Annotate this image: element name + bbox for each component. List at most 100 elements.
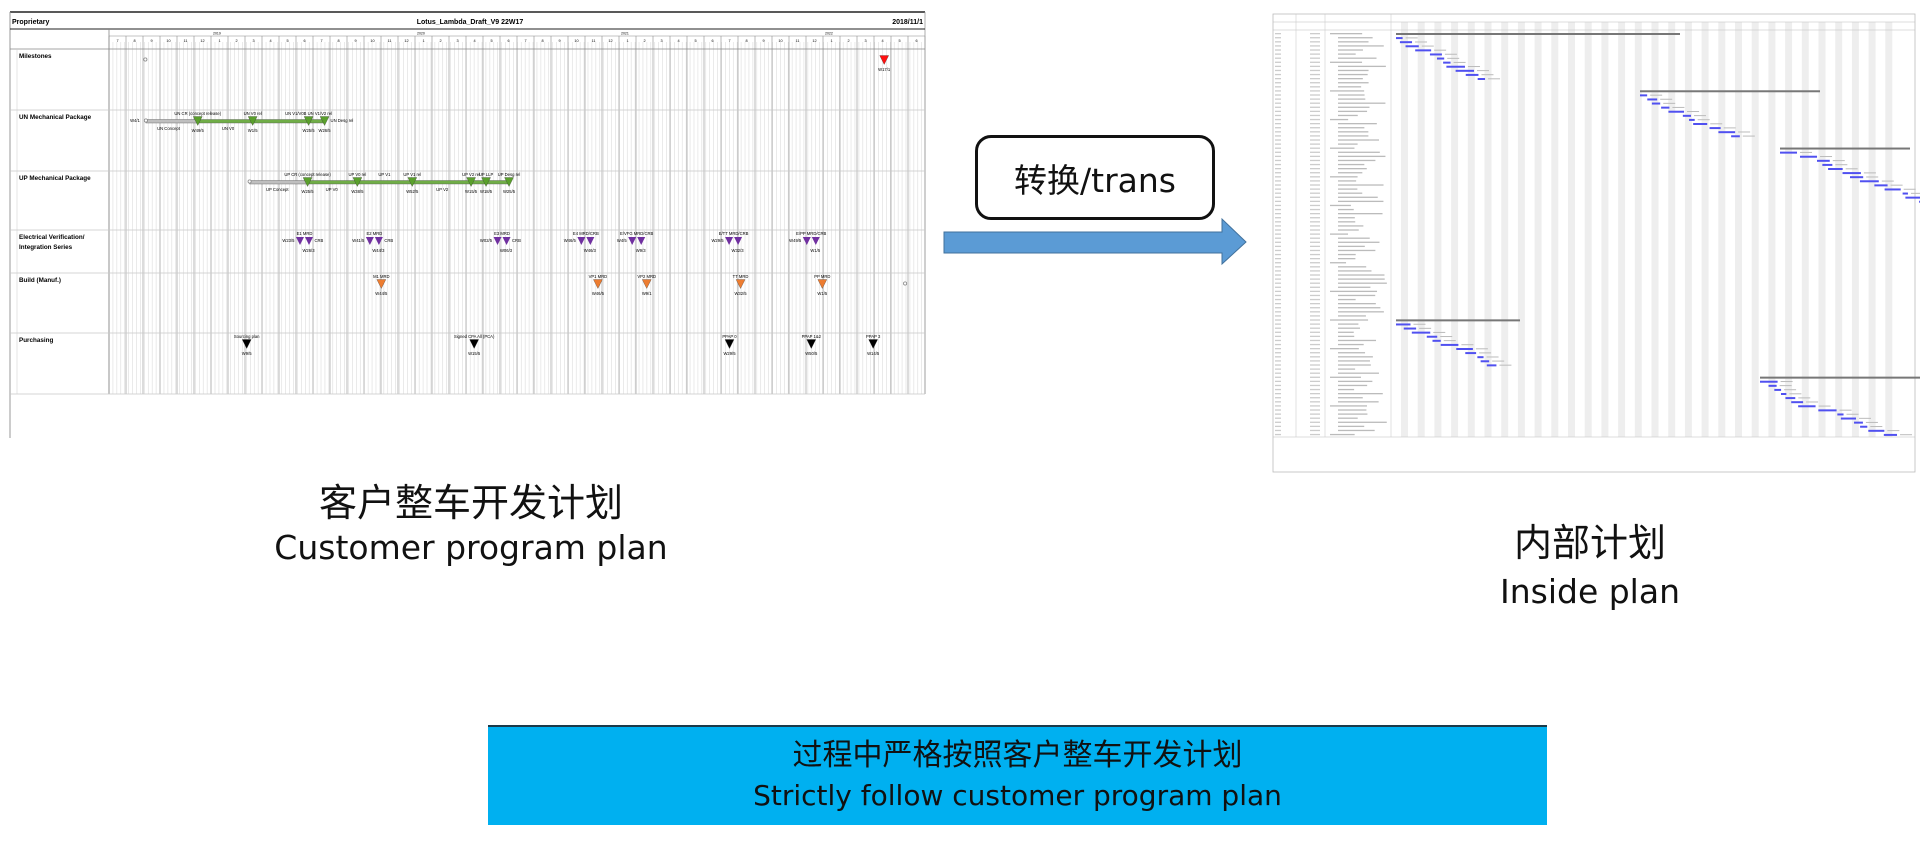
- milestone-triangle: [365, 237, 374, 245]
- milestone-date: W06/3: [500, 248, 513, 253]
- row-duration: [1310, 73, 1320, 76]
- banner-text-en: Strictly follow customer program plan: [753, 779, 1282, 812]
- task-name: [1338, 184, 1384, 186]
- row-duration: [1310, 180, 1320, 182]
- milestone-date: W52/5: [406, 189, 419, 194]
- row-id: [1275, 114, 1281, 117]
- row-id: [1275, 180, 1281, 182]
- task-bar: [485, 180, 510, 185]
- task-name: [1338, 384, 1368, 387]
- row-duration: [1310, 266, 1320, 268]
- task-bar: [1818, 409, 1837, 412]
- row-id: [1275, 147, 1281, 149]
- task-name: [1338, 131, 1369, 133]
- task-resource-label: [1693, 115, 1706, 117]
- task-name: [1338, 135, 1369, 137]
- month-label: 1: [218, 39, 220, 43]
- month-label: 8: [745, 39, 747, 43]
- task-resource-label: [1405, 37, 1418, 39]
- row-duration: [1310, 86, 1320, 88]
- milestone-label: Sourcing plan: [234, 334, 260, 339]
- row-id: [1275, 86, 1281, 88]
- row-id: [1275, 278, 1281, 280]
- milestone-triangle: [466, 177, 476, 187]
- task-name: [1338, 249, 1376, 252]
- milestone-label: PPAP 3: [866, 334, 881, 339]
- task-bar: [1780, 393, 1787, 395]
- weekend-shade: [1601, 22, 1609, 437]
- task-resource-label: [1499, 364, 1512, 366]
- task-name: [1338, 151, 1380, 153]
- row-duration: [1310, 163, 1320, 166]
- row-id: [1275, 352, 1281, 354]
- row-duration: [1310, 331, 1320, 333]
- task-bar: [1480, 360, 1490, 363]
- task-resource-label: [1806, 401, 1819, 403]
- row-duration: [1310, 131, 1320, 133]
- row-duration: [1310, 123, 1320, 125]
- row-id: [1275, 429, 1281, 432]
- milestone-triangle: [734, 237, 743, 245]
- row-id: [1275, 368, 1281, 370]
- month-label: 7: [320, 39, 322, 43]
- milestone-label: PPAP 1&2: [802, 334, 822, 339]
- task-name: [1338, 331, 1354, 333]
- milestone-triangle: [302, 177, 313, 187]
- bar-label: UP V2: [436, 187, 449, 192]
- row-duration: [1310, 417, 1320, 419]
- task-resource-label: [1477, 70, 1490, 72]
- task-name: [1338, 401, 1379, 403]
- inside-plan-caption-zh: 内部计划: [1513, 521, 1666, 565]
- row-duration: [1310, 294, 1320, 297]
- month-label: 7: [524, 39, 526, 43]
- milestone-label: UP V0 rel: [348, 172, 366, 177]
- task-bar: [1486, 364, 1497, 367]
- task-name: [1330, 176, 1358, 178]
- milestone-date: W14/5: [867, 351, 880, 356]
- task-resource-label: [1434, 49, 1447, 51]
- task-name: [1338, 303, 1376, 305]
- row-duration: [1310, 360, 1320, 362]
- milestone-label: E/VFG MRD/CRB: [620, 231, 653, 236]
- row-id: [1275, 163, 1281, 166]
- row-id: [1275, 290, 1281, 293]
- task-name: [1338, 229, 1359, 231]
- month-label: 3: [252, 39, 254, 43]
- row-id: [1275, 405, 1281, 407]
- milestone-label: TT MRD: [733, 274, 749, 279]
- task-name: [1338, 217, 1355, 219]
- row-id: [1275, 298, 1281, 301]
- task-name: [1338, 307, 1381, 309]
- milestone-date: W15/5: [465, 189, 478, 194]
- milestone-triangle: [811, 237, 820, 245]
- task-name: [1338, 98, 1366, 100]
- task-resource-label: [1475, 348, 1488, 350]
- task-name: [1338, 73, 1368, 76]
- row-duration: [1310, 168, 1320, 170]
- milestone-date: W25/5: [302, 189, 315, 194]
- row-id: [1275, 184, 1281, 186]
- row-duration: [1310, 397, 1320, 399]
- task-resource-label: [1453, 61, 1466, 63]
- task-resource-label: [1820, 156, 1833, 158]
- task-resource-label: [1444, 53, 1457, 55]
- month-label: 6: [507, 39, 509, 43]
- milestone-triangle: [303, 116, 314, 126]
- task-name: [1330, 348, 1359, 350]
- milestone-label: PPAP 0: [722, 334, 737, 339]
- task-resource-label: [1443, 340, 1456, 342]
- milestone-label: UN Desg rel: [331, 118, 354, 123]
- month-label: 10: [778, 39, 782, 43]
- milestone-triangle: [817, 279, 828, 289]
- weekend-shade: [1684, 22, 1692, 437]
- task-bar: [1399, 41, 1413, 44]
- summary-bar: [1640, 90, 1820, 93]
- weekend-shade: [1634, 22, 1642, 437]
- task-name: [1338, 78, 1363, 80]
- milestone-date: W23/5: [282, 238, 295, 243]
- row-id: [1275, 327, 1281, 329]
- row-duration: [1310, 69, 1320, 72]
- task-bar: [1798, 405, 1816, 408]
- task-name: [1330, 319, 1369, 321]
- row-duration: [1310, 110, 1320, 113]
